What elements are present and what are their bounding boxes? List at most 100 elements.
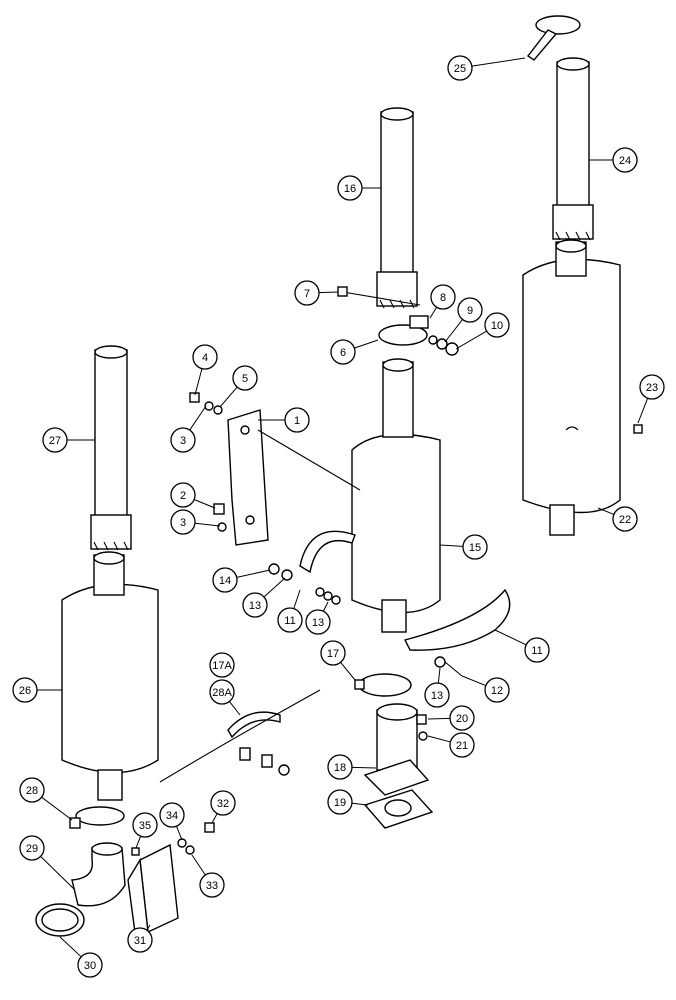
callout-13: 13 <box>305 601 331 635</box>
strap-11-upper <box>299 530 356 574</box>
callout-label: 14 <box>219 575 231 587</box>
callout-3: 3 <box>170 405 207 453</box>
u-clamp-17 <box>354 673 412 697</box>
callout-leader <box>194 368 203 396</box>
gasket-19 <box>363 789 434 829</box>
strap-11-lower <box>403 588 511 651</box>
callout-label: 13 <box>431 690 443 702</box>
callout-label: 34 <box>166 810 178 822</box>
bracket-31 <box>127 843 179 942</box>
plug-23 <box>633 424 643 434</box>
callout-11: 11 <box>494 629 550 663</box>
callout-circle <box>447 55 473 81</box>
callout-15: 15 <box>439 534 488 560</box>
callout-leader <box>354 339 379 349</box>
callout-24: 24 <box>589 147 638 173</box>
callout-leader <box>211 813 218 824</box>
callout-9: 9 <box>444 297 483 343</box>
callout-circle <box>192 344 218 370</box>
callout-18: 18 <box>327 754 377 780</box>
callout-17: 17 <box>320 640 356 681</box>
nut-8-9-10 <box>428 335 459 356</box>
callout-5: 5 <box>219 365 258 408</box>
bolt-7 <box>337 286 421 306</box>
callout-leader <box>322 601 329 612</box>
callout-circle <box>232 365 258 391</box>
callout-circle <box>277 607 303 633</box>
callout-34: 34 <box>159 802 185 841</box>
callout-label: 15 <box>469 542 481 554</box>
callout-27: 27 <box>42 427 95 453</box>
callout-circle <box>484 677 510 703</box>
callout-label: 7 <box>304 288 310 300</box>
band-clamp-17a-28a <box>227 711 290 776</box>
callout-33: 33 <box>191 854 225 898</box>
callout-circle <box>209 679 235 705</box>
clamp-6 <box>378 315 429 346</box>
callout-circle <box>242 592 268 618</box>
callout-label: 24 <box>619 155 631 167</box>
callout-circle <box>19 777 45 803</box>
callout-circle <box>327 754 353 780</box>
callout-label: 1 <box>294 415 300 427</box>
callout-leader <box>236 569 271 578</box>
callout-leader <box>461 675 487 687</box>
muffler-22 <box>522 239 621 536</box>
callout-30: 30 <box>59 936 103 978</box>
callout-label: 10 <box>491 320 503 332</box>
callout-label: 12 <box>491 685 503 697</box>
callout-label: 13 <box>312 617 324 629</box>
callout-leader <box>351 766 377 769</box>
callout-leader <box>444 319 464 343</box>
callout-leader <box>219 386 238 408</box>
callout-32: 32 <box>210 790 236 824</box>
callout-leader <box>263 577 286 598</box>
callout-20: 20 <box>427 705 475 731</box>
callout-leader <box>427 717 451 720</box>
callout-label: 5 <box>242 373 248 385</box>
callout-circle <box>12 677 38 703</box>
callout-label: 28A <box>212 687 232 699</box>
callout-23: 23 <box>637 374 665 424</box>
callout-leader <box>351 802 369 806</box>
callout-4: 4 <box>192 344 218 396</box>
callout-circle <box>209 652 235 678</box>
callout-circle <box>457 297 483 323</box>
callout-label: 3 <box>180 517 186 529</box>
callout-label: 8 <box>440 292 446 304</box>
callout-label: 19 <box>334 797 346 809</box>
callout-29: 29 <box>19 835 76 891</box>
callout-label: 28 <box>26 785 38 797</box>
muffler-26 <box>61 551 159 801</box>
callout-circle <box>327 789 353 815</box>
callout-circle <box>462 534 488 560</box>
elbow-29 <box>71 842 126 907</box>
callout-circle <box>77 952 103 978</box>
callout-circle <box>170 482 196 508</box>
callout-label: 3 <box>180 435 186 447</box>
callout-leader <box>193 499 216 509</box>
exhaust-pipe-24 <box>552 57 594 241</box>
callout-leader <box>135 835 142 849</box>
callout-circle <box>42 427 68 453</box>
callout-circle <box>159 802 185 828</box>
callout-leader <box>439 544 464 547</box>
callout-leader <box>318 291 339 294</box>
callout-3: 3 <box>170 509 221 535</box>
callout-14: 14 <box>212 567 271 593</box>
callout-label: 17 <box>327 648 339 660</box>
callout-circle <box>210 790 236 816</box>
callout-35: 35 <box>132 812 158 849</box>
callout-circle <box>170 509 196 535</box>
callout-circle <box>449 732 475 758</box>
callout-7: 7 <box>294 280 339 306</box>
callout-21: 21 <box>427 732 475 758</box>
callout-label: 6 <box>340 347 346 359</box>
callout-11: 11 <box>277 589 303 633</box>
callout-circle <box>320 640 346 666</box>
callout-circle <box>19 835 45 861</box>
callout-circle <box>330 339 356 365</box>
callout-leader <box>437 667 441 684</box>
callout-label: 25 <box>454 63 466 75</box>
